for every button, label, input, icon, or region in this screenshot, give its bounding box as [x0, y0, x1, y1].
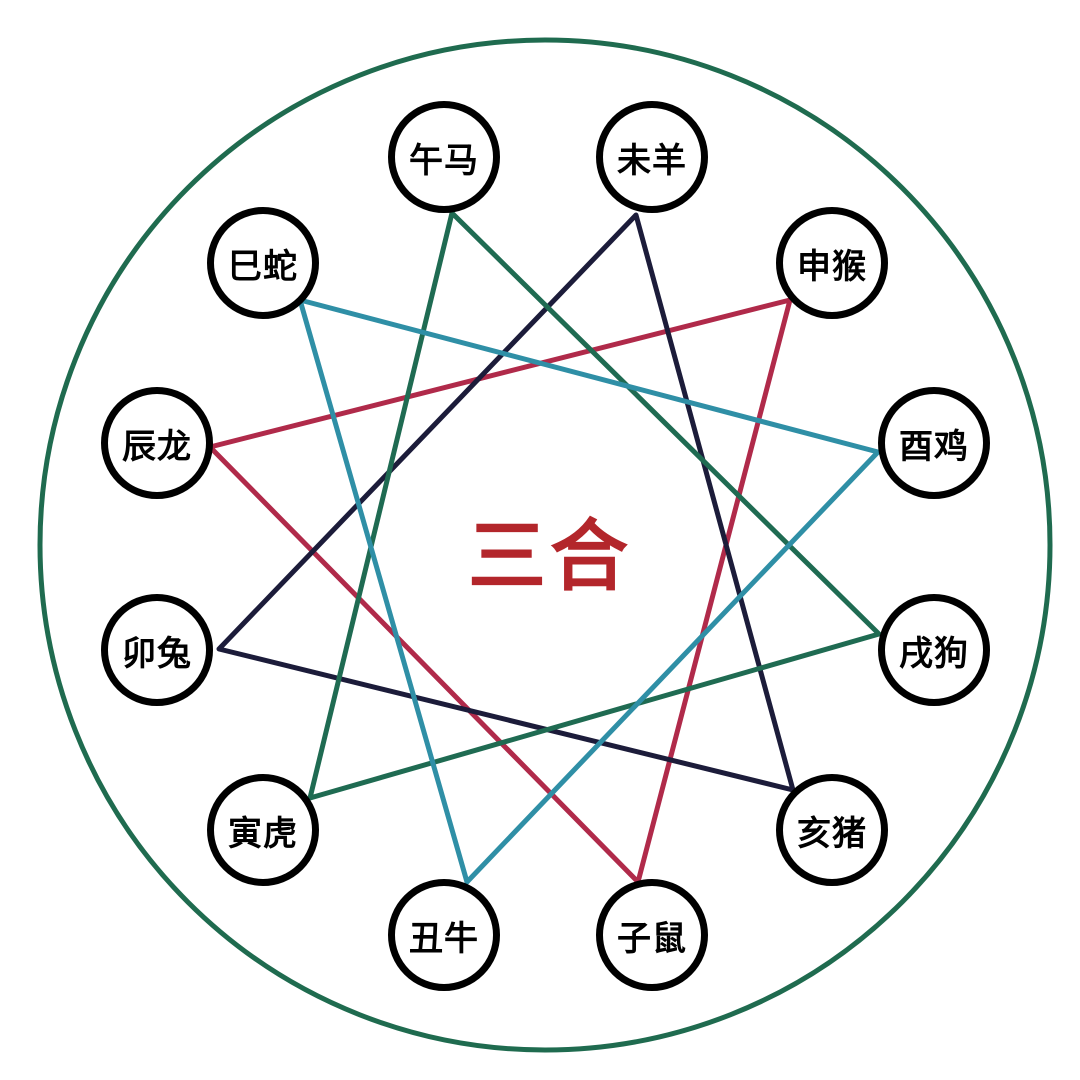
node-mao-rabbit: 卯兔: [101, 594, 213, 706]
node-zi-rat: 子鼠: [596, 879, 708, 991]
node-si-snake: 巳蛇: [207, 207, 319, 319]
node-chou-ox: 丑牛: [388, 879, 500, 991]
node-chen-dragon: 辰龙: [101, 387, 213, 499]
node-xu-dog: 戌狗: [878, 594, 990, 706]
triangle-shen-zi-chen: [207, 297, 793, 885]
outer-ring: [37, 37, 1053, 1053]
node-shen-monkey: 申猴: [776, 207, 888, 319]
center-title: 三合: [467, 512, 632, 602]
node-wu-horse: 午马: [388, 101, 500, 213]
node-you-rooster: 酉鸡: [878, 387, 990, 499]
node-wei-goat: 未羊: [596, 101, 708, 213]
node-yin-tiger: 寅虎: [207, 774, 319, 886]
triangle-si-you-chou: [297, 297, 881, 885]
triangle-hai-mao-wei: [216, 212, 796, 793]
node-hai-pig: 亥猪: [776, 774, 888, 886]
triangle-yin-wu-xu: [307, 210, 882, 801]
